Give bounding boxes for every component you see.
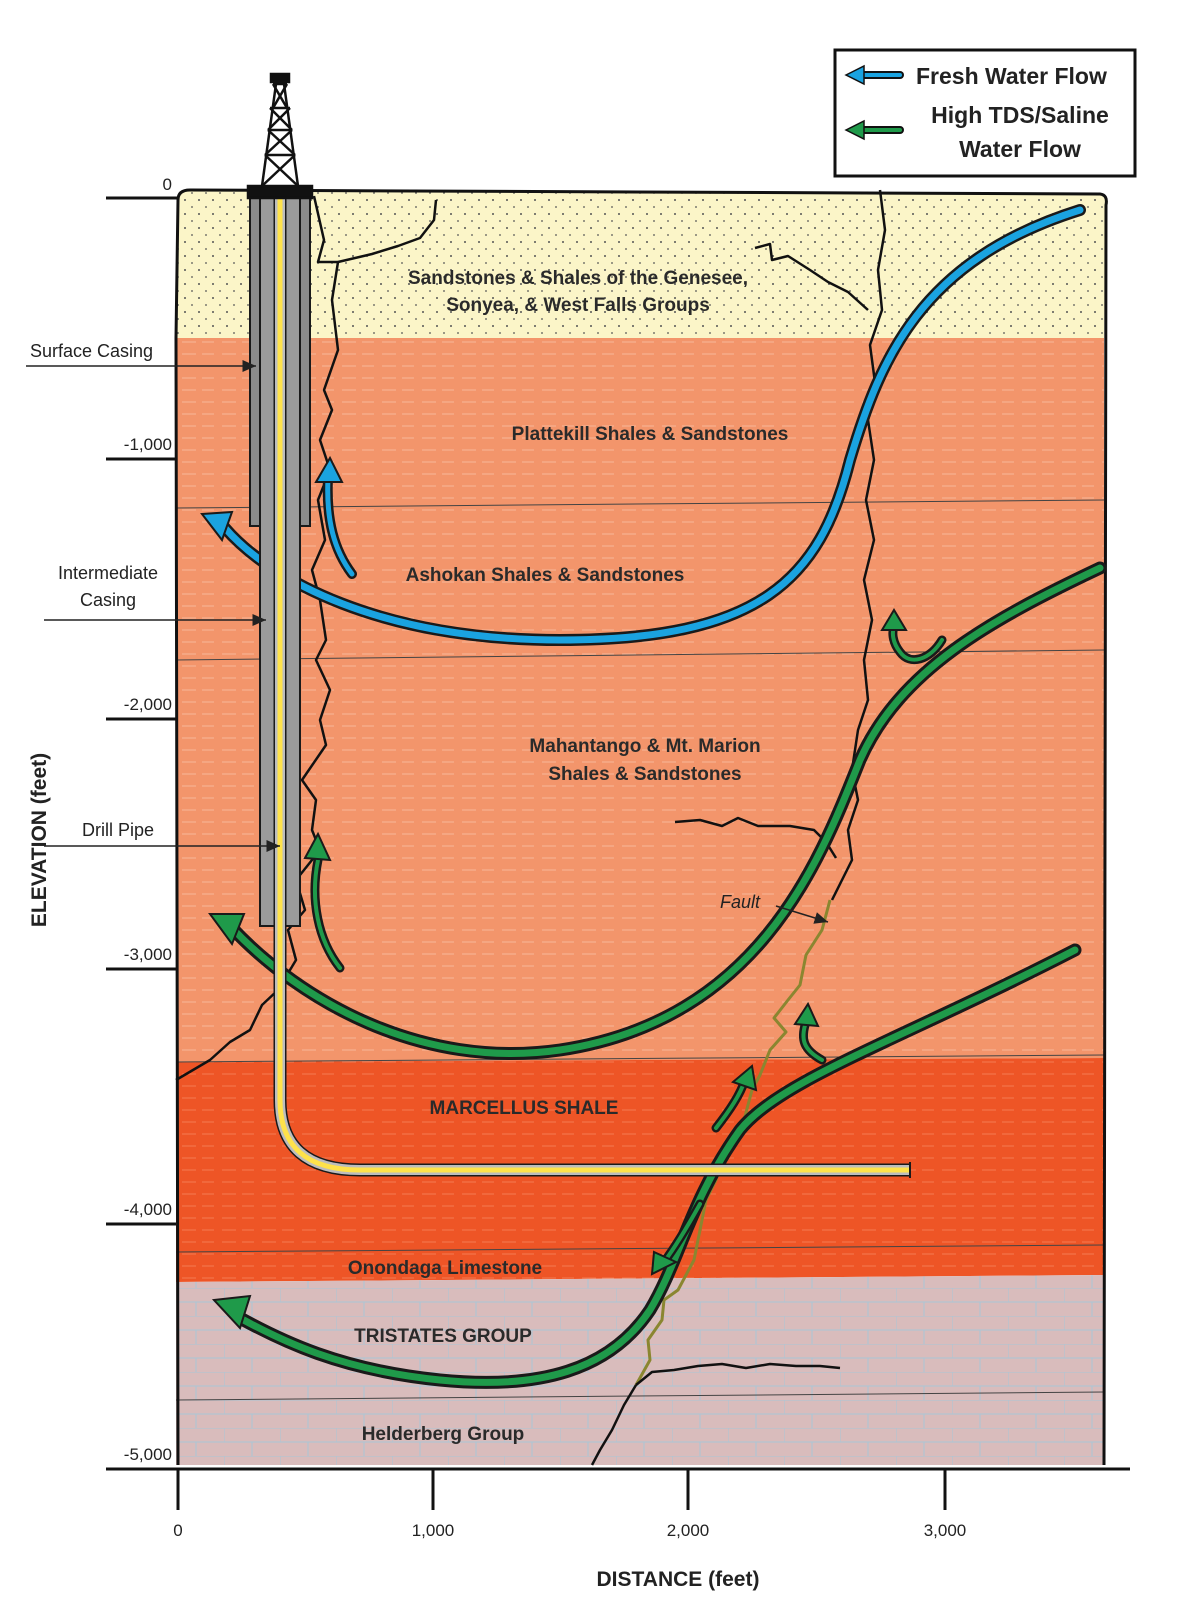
saline-path-upper-fill <box>228 564 1104 1057</box>
axes: 0 -1,000 -2,000 -3,000 -4,000 -5,000 0 1… <box>28 175 1130 1591</box>
drilling-rig-icon <box>246 72 314 200</box>
saline-arrow-left-fill <box>312 858 342 970</box>
callout-drill-pipe: Drill Pipe <box>82 820 154 840</box>
fresh-water-path-main-fill <box>221 206 1084 644</box>
layer-labels: Sandstones & Shales of the Genesee, Sony… <box>348 268 788 1445</box>
boundary-marcellus-onondaga <box>175 1244 1105 1253</box>
label-plattekill: Plattekill Shales & Sandstones <box>512 424 789 445</box>
fresh-water-flow <box>200 204 1086 647</box>
y-tick-label-5000: -5,000 <box>124 1445 172 1464</box>
legend: Fresh Water Flow High TDS/Saline Water F… <box>833 48 1137 178</box>
x-tick-label-1000: 1,000 <box>412 1521 455 1540</box>
y-tick-label-3000: -3,000 <box>124 945 172 964</box>
callout-intermediate-2: Casing <box>80 590 136 610</box>
x-tick-label-2000: 2,000 <box>667 1521 710 1540</box>
layer-marcellus <box>176 1058 1104 1252</box>
legend-saline-label-2: Water Flow <box>959 136 1081 162</box>
boundary-mahantango-marcellus <box>175 1054 1105 1063</box>
y-tick-label-4000: -4,000 <box>124 1200 172 1219</box>
drill-pipe <box>277 196 910 1173</box>
geologic-layers <box>174 188 1108 1466</box>
label-onondaga: Onondaga Limestone <box>348 1258 542 1279</box>
y-tick-label-1000: -1,000 <box>124 435 172 454</box>
saline-path-lower-fill <box>236 946 1079 1386</box>
section-outline <box>174 188 1108 1466</box>
layer-tristates-helderberg <box>176 1275 1104 1465</box>
saline-arrow-right-fill <box>801 1020 824 1062</box>
y-axis-title: ELEVATION (feet) <box>28 753 51 927</box>
label-ashokan: Ashokan Shales & Sandstones <box>406 565 685 586</box>
label-mahantango-2: Shales & Sandstones <box>548 764 741 785</box>
callout-fault: Fault <box>720 892 761 912</box>
layer-onondaga <box>176 1245 1104 1282</box>
x-tick-label-0: 0 <box>173 1521 182 1540</box>
fresh-water-path-small-fill <box>325 475 355 577</box>
saline-arrowhead-upper <box>208 913 246 947</box>
callouts: Surface Casing Intermediate Casing Drill… <box>26 341 829 924</box>
label-genesee-2: Sonyea, & West Falls Groups <box>446 295 710 316</box>
callout-surface-casing: Surface Casing <box>30 341 153 361</box>
saline-arrowhead-lower <box>211 1294 252 1330</box>
saline-water-flow <box>208 561 1107 1389</box>
y-tick-label-2000: -2,000 <box>124 695 172 714</box>
callout-fault-pointer <box>775 905 829 924</box>
label-genesee-1: Sandstones & Shales of the Genesee, <box>408 268 748 289</box>
fracture-horizontal-lower <box>635 1362 841 1386</box>
label-tristates: TRISTATES GROUP <box>354 1326 532 1347</box>
layer-plattekill-ashokan-mahantango <box>176 338 1104 1062</box>
callout-intermediate-1: Intermediate <box>58 563 158 583</box>
label-mahantango-1: Mahantango & Mt. Marion <box>529 736 760 757</box>
saline-arrow-left-head <box>303 831 332 862</box>
fresh-water-arrowhead-main <box>200 510 234 543</box>
x-axis-title: DISTANCE (feet) <box>597 1568 760 1591</box>
fracture-top-left <box>337 199 438 264</box>
legend-saline-label-1: High TDS/Saline <box>931 102 1109 128</box>
boundary-tristates-helderberg <box>175 1391 1105 1401</box>
well <box>246 72 911 1178</box>
saline-arrow-right-head <box>793 1001 820 1028</box>
layer-genesee <box>176 190 1107 338</box>
saline-arrow-fault-head <box>731 1064 758 1092</box>
saline-water-legend-arrow-icon <box>844 119 904 141</box>
saline-arrow-curl-head <box>880 608 908 631</box>
fracture-right-upper <box>830 189 887 901</box>
fault-line-lower <box>590 1384 638 1466</box>
saline-arrow-down-head <box>650 1250 679 1276</box>
y-tick-label-0: 0 <box>163 175 172 194</box>
x-tick-label-3000: 3,000 <box>924 1521 967 1540</box>
label-marcellus: MARCELLUS SHALE <box>430 1098 619 1119</box>
fracture-top-right <box>754 242 869 311</box>
fresh-water-arrowhead-small <box>314 455 344 483</box>
saline-arrow-curl-fill <box>890 624 944 662</box>
label-helderberg: Helderberg Group <box>362 1424 525 1445</box>
fresh-water-legend-arrow-icon <box>844 64 904 86</box>
legend-fresh-label: Fresh Water Flow <box>916 63 1107 89</box>
